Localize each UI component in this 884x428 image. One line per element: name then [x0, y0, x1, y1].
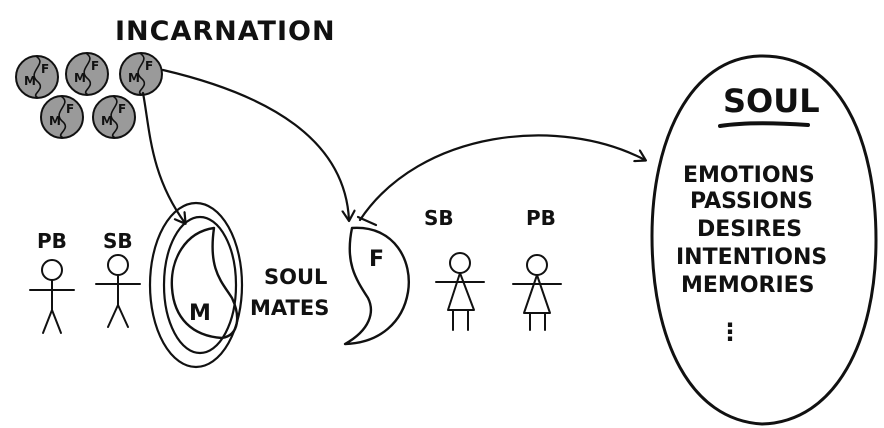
orb-f-label: F: [41, 62, 49, 76]
figure-label: SB: [424, 206, 454, 230]
male-soul-inner-ring: [162, 215, 238, 355]
orb-f-label: F: [66, 102, 74, 116]
male-soul-outer-ring: [148, 201, 244, 369]
female-soul: F: [343, 226, 410, 346]
male-soul-shape: [170, 226, 239, 340]
figure-label: PB: [37, 229, 67, 253]
incarnation-orb: M F: [119, 52, 163, 96]
arrow-soul-exchange: [358, 134, 645, 222]
figure-pb-left: PB: [29, 229, 75, 334]
figure-pb-right: PB: [512, 206, 562, 331]
orb-f-label: F: [118, 102, 126, 116]
orb-m-label: M: [49, 114, 61, 128]
male-soul-label: M: [189, 301, 211, 326]
orb-f-label: F: [91, 59, 99, 73]
incarnation-title: INCARNATION: [115, 16, 336, 47]
soul-container: SOUL EMOTIONS PASSIONS DESIRES INTENTION…: [650, 54, 878, 426]
soul-item: EMOTIONS: [683, 163, 815, 188]
soul-item: MEMORIES: [681, 273, 815, 298]
soul-title: SOUL: [723, 82, 820, 120]
incarnation-orb: M F: [15, 55, 59, 99]
incarnation-orb: M F: [92, 95, 136, 139]
orb-f-label: F: [145, 59, 153, 73]
soul-oval: [650, 54, 878, 426]
orb-m-label: M: [24, 74, 36, 88]
female-soul-label: F: [369, 247, 384, 272]
orb-m-label: M: [101, 114, 113, 128]
soul-mates-label-line1: SOUL: [264, 265, 327, 289]
soul-item: DESIRES: [697, 217, 802, 242]
arrow-incarnation-to-male-soul: [141, 91, 185, 223]
male-soul: M: [148, 201, 244, 369]
incarnation-orb-cluster: M F M F M F M F M F: [15, 52, 163, 139]
figure-sb-left: SB: [95, 229, 141, 328]
figure-label: SB: [103, 229, 133, 253]
soul-item: PASSIONS: [690, 189, 813, 214]
soul-ellipsis: ⋮: [718, 318, 742, 346]
arrow-incarnation-to-female-soul: [161, 68, 349, 220]
soul-title-underline: [718, 121, 810, 128]
figure-sb-right: SB: [424, 206, 485, 331]
female-soul-shape: [343, 226, 410, 346]
soul-item: INTENTIONS: [676, 245, 827, 270]
figure-label: PB: [526, 206, 556, 230]
incarnation-orb: M F: [65, 52, 109, 96]
orb-m-label: M: [74, 71, 86, 85]
soul-mates-label-line2: MATES: [250, 296, 329, 320]
soul-exchange-tail: [356, 215, 378, 227]
orb-m-label: M: [128, 71, 140, 85]
incarnation-orb: M F: [40, 95, 84, 139]
